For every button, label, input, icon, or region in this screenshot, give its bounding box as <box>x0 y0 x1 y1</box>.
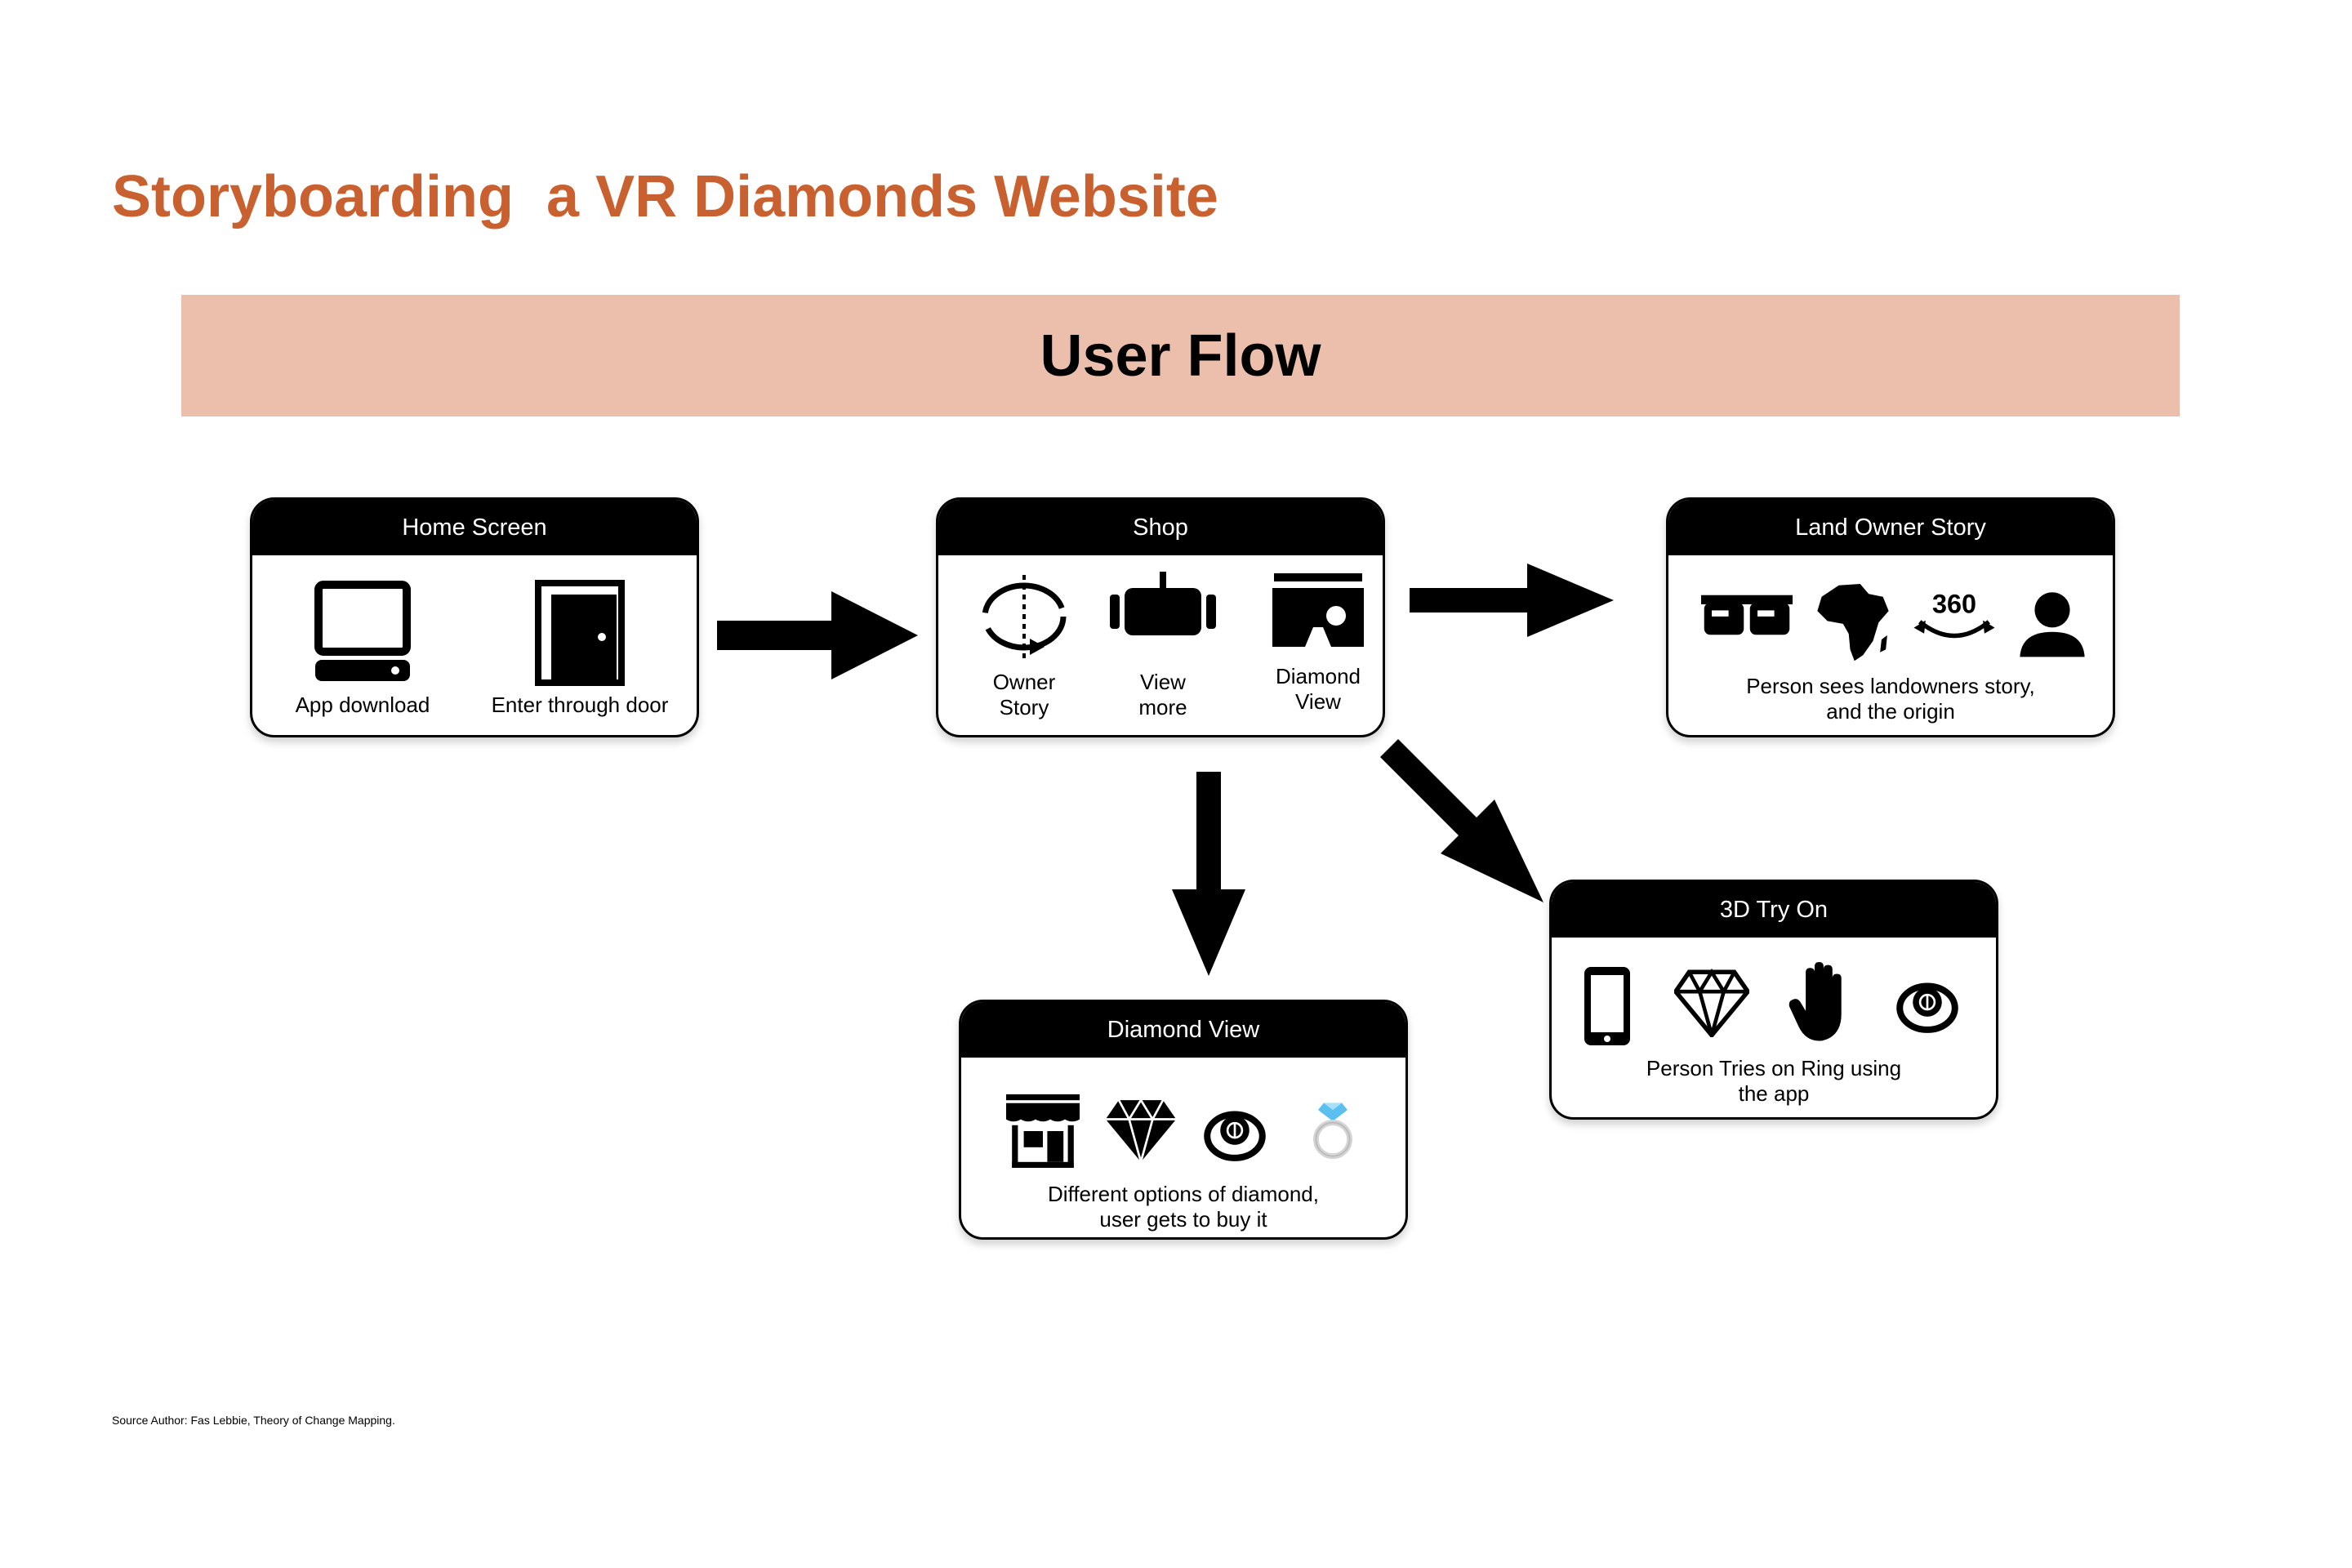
arrow-home-to-shop <box>717 591 918 679</box>
hand-icon <box>1788 962 1842 1041</box>
home-screen-card: Home Screen App download Enter through d… <box>250 497 699 737</box>
card-header: Diamond View <box>961 1002 1405 1058</box>
diamond-icon <box>1674 969 1749 1037</box>
ring-icon <box>1896 982 1958 1033</box>
shop-card: Shop Owner Story View more Diamond <box>936 497 1385 737</box>
arrow-shop-to-diamond-view <box>1172 772 1245 976</box>
3d-glasses-icon <box>1701 595 1793 635</box>
door-icon <box>535 580 625 686</box>
card-header: Shop <box>938 500 1383 555</box>
view-more-label: View more <box>1138 670 1187 719</box>
banner-title: User Flow <box>1040 323 1321 389</box>
card-header: Land Owner Story <box>1668 500 2113 555</box>
card-header: 3D Try On <box>1552 882 1996 938</box>
rotate-360-icon <box>982 575 1067 658</box>
svg-text:360: 360 <box>1932 590 1976 619</box>
arrow-shop-to-try-on <box>1380 739 1544 902</box>
vr-cardboard-icon <box>1272 573 1364 647</box>
card-body: App download Enter through door <box>252 555 697 735</box>
page-title: Storyboarding a VR Diamonds Website <box>112 164 1218 229</box>
3d-try-on-card: 3D Try On Person Tries on Ring using the… <box>1549 880 1998 1120</box>
land-owner-caption: Person sees landowners story, and the or… <box>1746 674 2035 724</box>
diamond-view-card: Diamond View <box>959 1000 1408 1240</box>
360-view-icon: 360 <box>1913 590 1995 639</box>
card-body: Person Tries on Ring using the app <box>1552 938 1996 1117</box>
computer-icon <box>314 581 411 681</box>
smartphone-icon <box>1584 967 1630 1045</box>
source-footnote: Source Author: Fas Lebbie, Theory of Cha… <box>112 1414 395 1427</box>
card-body: Owner Story View more Diamond View <box>938 555 1383 735</box>
diamond-view-label: Diamond View <box>1275 664 1361 714</box>
user-flow-banner: User Flow <box>181 295 2180 416</box>
person-icon <box>2020 592 2085 657</box>
card-body: Different options of diamond, user gets … <box>961 1058 1405 1237</box>
arrow-shop-to-land-owner <box>1410 564 1614 637</box>
storefront-icon <box>1006 1094 1080 1168</box>
land-owner-story-card: Land Owner Story 360 Person sees landown… <box>1666 497 2115 737</box>
vr-headset-icon <box>1110 572 1216 635</box>
diamond-view-caption: Different options of diamond, user gets … <box>1048 1182 1319 1232</box>
africa-icon <box>1817 584 1889 662</box>
owner-story-label: Owner Story <box>992 670 1056 719</box>
ring-emoji-icon <box>1313 1102 1352 1160</box>
card-body: 360 Person sees landowners story, and th… <box>1668 555 2113 735</box>
app-download-label: App download <box>295 693 430 717</box>
diamond-icon <box>1105 1098 1177 1164</box>
ring-icon <box>1204 1111 1266 1161</box>
enter-door-label: Enter through door <box>491 693 669 717</box>
try-on-caption: Person Tries on Ring using the app <box>1646 1056 1902 1106</box>
card-header: Home Screen <box>252 500 697 555</box>
